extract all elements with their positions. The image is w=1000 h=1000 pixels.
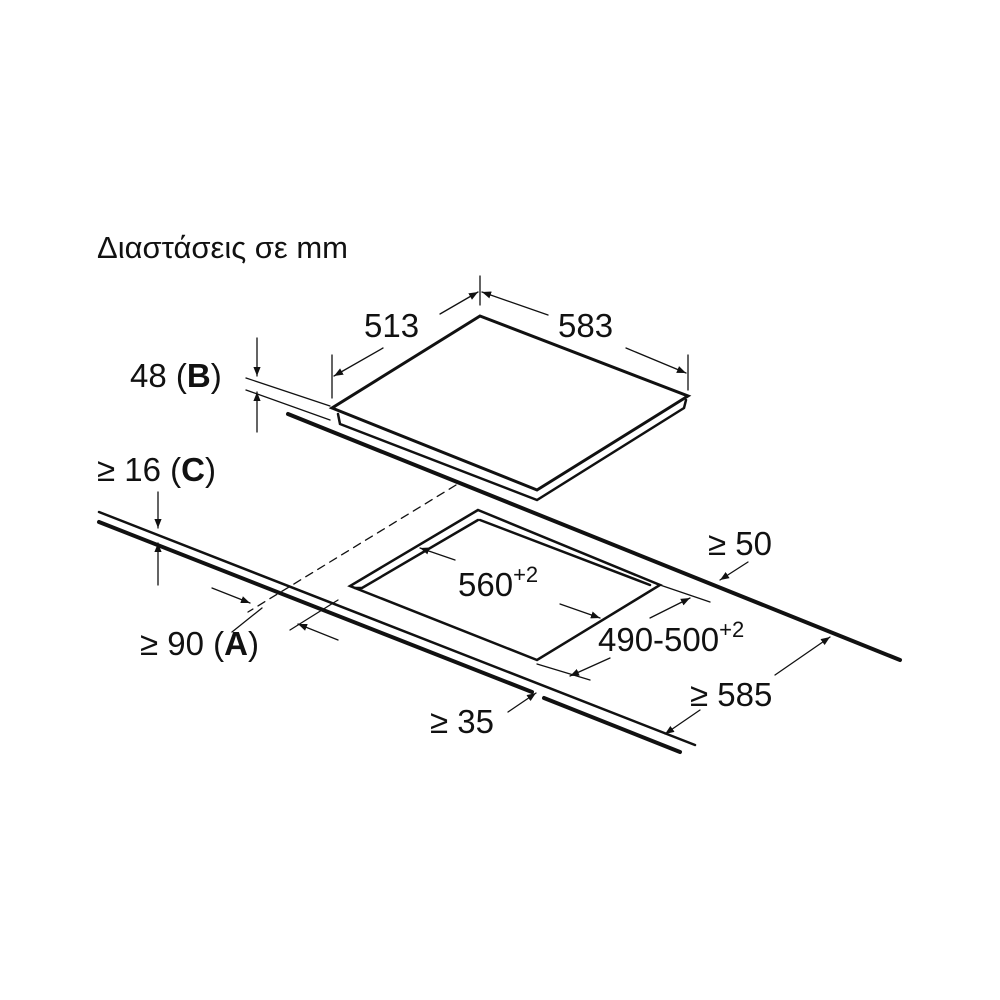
worktop-front-bottom	[97, 520, 534, 694]
rear-clearance-label: ≥ 50	[708, 525, 772, 562]
worktop-thickness-label: ≥ 16 (C)	[97, 451, 217, 488]
front-clearance-label: ≥ 90 (A)	[140, 625, 260, 662]
hob-side	[336, 398, 688, 502]
cutout	[347, 508, 663, 662]
worktop-back-edge	[286, 412, 902, 662]
hob-width-label: 583	[558, 307, 614, 344]
front-edge-label: ≥ 35	[430, 703, 494, 740]
hob-depth-label: 513	[364, 307, 420, 344]
projection-line	[247, 484, 457, 613]
hob-top	[328, 314, 692, 492]
cutout-depth-label: 490-500+2	[598, 617, 745, 658]
worktop-depth-label: ≥ 585	[690, 676, 773, 713]
diagram-title: Διαστάσεις σε mm	[97, 230, 348, 265]
hob-height-label: 48 (B)	[130, 357, 222, 394]
cutout-width-label: 560+2	[458, 562, 539, 603]
worktop-front-top	[97, 510, 697, 747]
